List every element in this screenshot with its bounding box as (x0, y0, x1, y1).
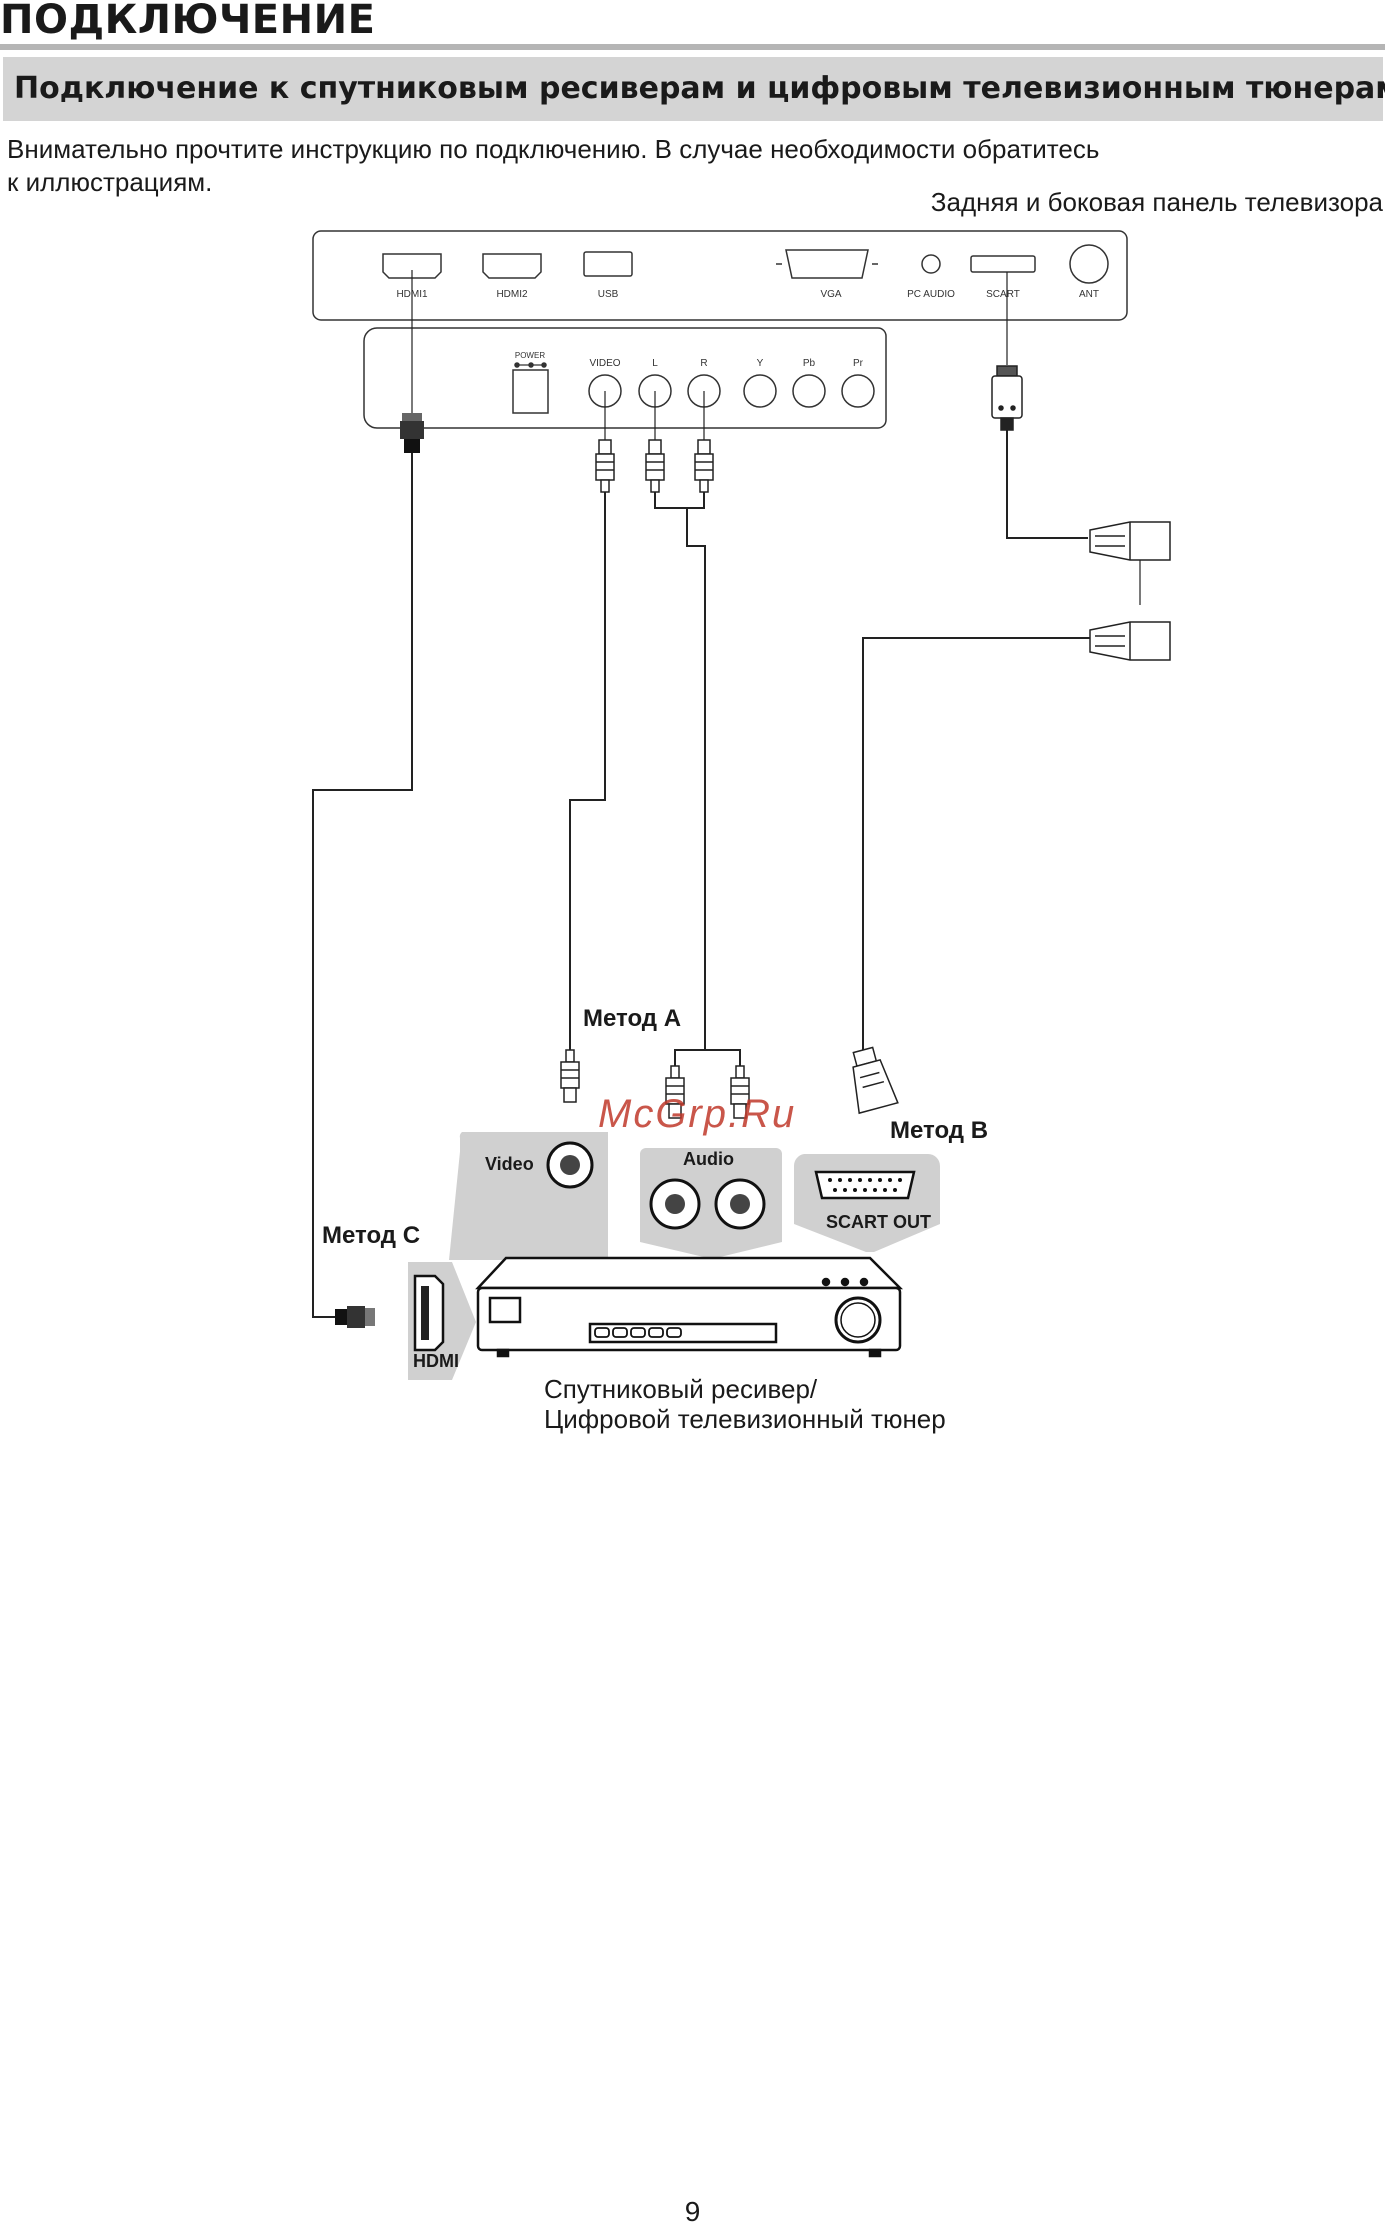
watermark: McGrp.Ru (598, 1092, 796, 1136)
receiver-hdmi-jack-icon (413, 1274, 445, 1352)
device-caption: Спутниковый ресивер/ Цифровой телевизион… (544, 1374, 946, 1434)
rear-port-pc-audio: PC AUDIO (907, 289, 955, 300)
scart-small-plug-icon (991, 365, 1023, 431)
scart-plug-icon (1089, 521, 1171, 661)
hdmi-plug-icon (400, 413, 424, 453)
side-port-video: VIDEO (589, 358, 620, 369)
audio-cable (654, 492, 741, 1066)
scart-port-icon (970, 255, 1036, 273)
power-jack-icon (512, 369, 549, 414)
tv-rear-panel (312, 230, 1128, 321)
pc-audio-port-icon (921, 254, 941, 274)
hdmi-plug-receiver-icon (335, 1306, 375, 1328)
method-a-label: Метод А (583, 1005, 681, 1032)
satellite-receiver-icon (475, 1256, 904, 1358)
receiver-audio-jacks-icon (649, 1178, 766, 1230)
side-port-labels: POWER VIDEO L R Y Pb Pr (515, 351, 864, 369)
rear-port-ant: ANT (1079, 289, 1099, 300)
jack-label-hdmi: HDMI (413, 1351, 459, 1371)
ant-port-icon (1069, 244, 1109, 284)
rear-port-scart: SCART (986, 289, 1020, 300)
rear-port-usb: USB (598, 289, 619, 300)
page-title: ПОДКЛЮЧЕНИЕ (0, 0, 376, 43)
pb-jack-icon (792, 374, 826, 408)
side-port-y: Y (757, 358, 764, 369)
side-port-pb: Pb (803, 358, 816, 369)
intro-line-1: Внимательно прочтите инструкцию по подкл… (7, 134, 1100, 164)
side-port-power: POWER (515, 351, 545, 360)
page-number: 9 (684, 2196, 701, 2227)
section-title: Подключение к спутниковым ресиверам и ци… (14, 71, 1385, 106)
title-rule (0, 44, 1385, 50)
scart-cable-lower (862, 637, 1090, 1050)
receiver-scart-jack-icon (814, 1170, 916, 1200)
y-jack-icon (743, 374, 777, 408)
hdmi-cable (312, 452, 413, 1318)
section-bar (3, 57, 1383, 121)
side-port-r: R (700, 358, 707, 369)
tv-panel-caption: Задняя и боковая панель телевизора (930, 187, 1383, 217)
scart-cable-upper (1006, 430, 1088, 539)
intro-text: Внимательно прочтите инструкцию по подкл… (7, 133, 1307, 199)
usb-port-icon (583, 251, 633, 277)
intro-line-2: к иллюстрациям. (7, 167, 213, 197)
rear-port-vga: VGA (820, 289, 841, 300)
jack-label-audio: Audio (683, 1149, 734, 1169)
vga-port-icon (785, 249, 869, 279)
receiver-video-jack-icon (546, 1141, 594, 1189)
rear-port-hdmi2: HDMI2 (496, 289, 528, 300)
hdmi1-port-icon (382, 253, 442, 279)
method-c-label: Метод С (322, 1222, 420, 1249)
rca-plug-icon (560, 439, 750, 1119)
cables (312, 270, 1141, 1318)
jack-label-video: Video (485, 1154, 534, 1174)
scart-plug-receiver-icon (852, 1046, 899, 1115)
rear-port-labels: HDMI1 HDMI2 USB VGA PC AUDIO SCART ANT (396, 289, 1099, 300)
video-cable (569, 492, 606, 1050)
side-port-l: L (652, 358, 658, 369)
hdmi2-port-icon (482, 253, 542, 279)
side-port-pr: Pr (853, 358, 864, 369)
device-caption-line-1: Спутниковый ресивер/ (544, 1374, 818, 1404)
jack-label-scart: SCART OUT (826, 1212, 931, 1232)
method-b-label: Метод В (890, 1117, 988, 1144)
pr-jack-icon (841, 374, 875, 408)
device-caption-line-2: Цифровой телевизионный тюнер (544, 1404, 946, 1434)
tv-side-panel (363, 327, 887, 429)
